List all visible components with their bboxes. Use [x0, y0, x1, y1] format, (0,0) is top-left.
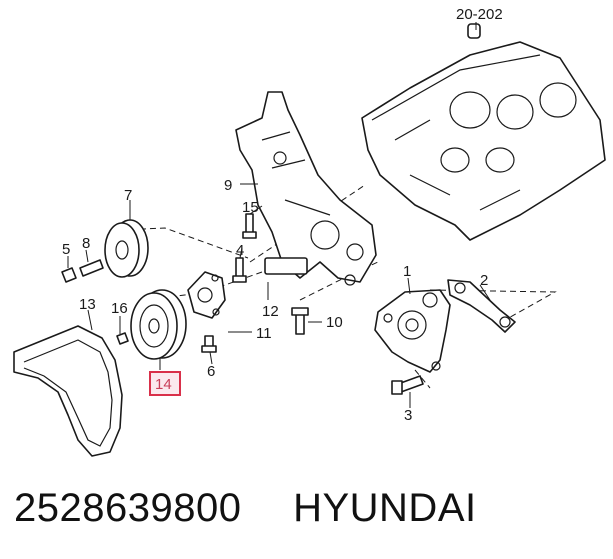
bolt-6 [201, 335, 217, 353]
water-pump [374, 289, 451, 373]
callout-20-202: 20-202 [456, 6, 503, 23]
callout-1: 1 [403, 263, 411, 280]
callout-9: 9 [224, 177, 232, 194]
front-case-bracket [235, 91, 377, 286]
bolt-16 [116, 332, 129, 345]
callout-16: 16 [111, 300, 128, 317]
callout-highlight-box [149, 371, 181, 396]
bolt-10 [291, 307, 309, 335]
nut-5 [61, 267, 77, 283]
callout-5: 5 [62, 241, 70, 258]
leader-lines [67, 22, 491, 408]
callout-3: 3 [404, 407, 412, 424]
callout-14-highlight[interactable]: 14 [149, 371, 181, 396]
callout-11: 11 [256, 325, 272, 342]
callout-13: 13 [79, 296, 96, 313]
part-info-footer: 2528639800 HYUNDAI [14, 486, 604, 531]
bolt-15 [242, 213, 257, 239]
part-number: 2528639800 [14, 486, 242, 530]
callout-15: 15 [242, 199, 259, 216]
gasket [447, 279, 516, 333]
idler-pulley-14 [130, 289, 187, 360]
callout-4: 4 [236, 242, 244, 259]
exploded-parts-diagram: 20-202 9 15 4 7 8 5 1 2 3 10 12 11 6 13 … [13, 6, 606, 457]
bolt-4 [232, 257, 247, 283]
callout-6: 6 [207, 363, 215, 380]
brand-name: HYUNDAI [293, 486, 477, 530]
callout-8: 8 [82, 235, 90, 252]
callout-7: 7 [124, 187, 132, 204]
pulley-7 [104, 219, 149, 278]
callout-12: 12 [262, 303, 279, 320]
tensioner-bracket [187, 271, 226, 319]
callout-2: 2 [480, 272, 488, 289]
callout-14: 14 [155, 376, 172, 393]
drive-belt [13, 325, 123, 457]
stud-8 [79, 259, 104, 277]
engine-block [361, 23, 606, 241]
callout-10: 10 [326, 314, 343, 331]
bolt-3 [391, 375, 424, 395]
